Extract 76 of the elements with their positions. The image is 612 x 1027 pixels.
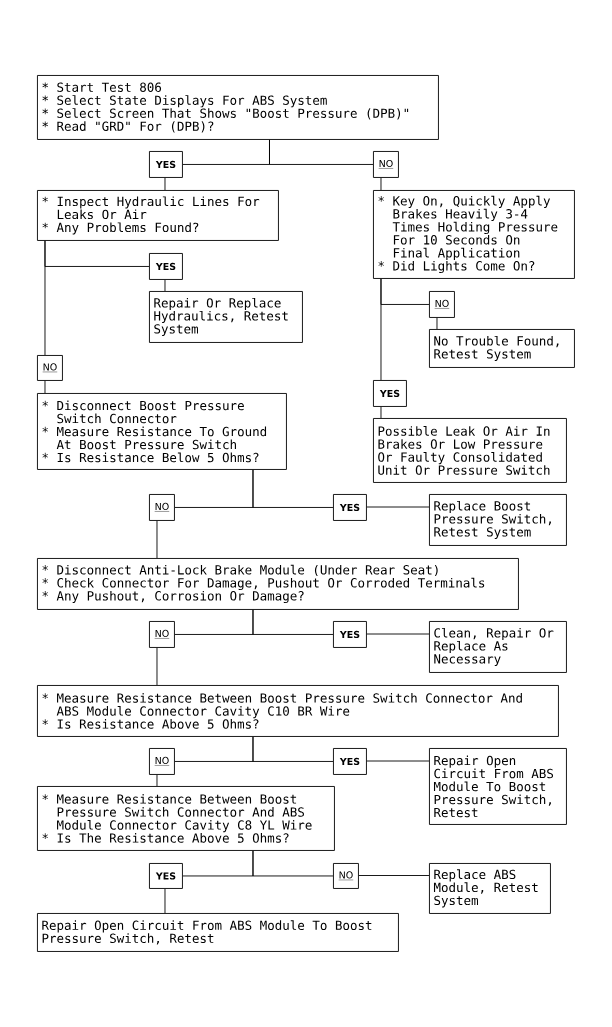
connector-line: [156, 774, 158, 787]
branch-label-box: NO: [149, 621, 175, 648]
step-text: No Trouble Found, Retest System: [434, 335, 559, 362]
step-text: * Check Connector For Damage, Pushout Or Corroded Terminals: [42, 577, 485, 591]
connector-line: [252, 469, 334, 508]
step-text: * Is The Resistance Above 5 Ohms?: [42, 833, 289, 843]
branch-label-box: NO: [333, 863, 359, 889]
connector-line: [380, 406, 382, 419]
branch-label-box: YES: [149, 151, 183, 178]
connector-line: [252, 609, 334, 635]
step-box: [429, 494, 567, 546]
step-text: Repair Or Replace Hydraulics, Retest System: [154, 297, 288, 337]
branch-label-box: NO: [373, 151, 399, 178]
step-text: * Any Problems Found?: [42, 222, 199, 235]
step-text: * Disconnect Boost Pressure Switch Connector: [42, 400, 244, 424]
connector-line: [358, 875, 430, 876]
step-text: * Any Pushout, Corrosion Or Damage?: [42, 590, 304, 604]
step-text: Repair Open Circuit From ABS Module To Boost Pressure Switch, Retest: [42, 920, 372, 945]
step-box: [429, 748, 567, 825]
connector-line: [44, 240, 46, 356]
step-box: [37, 190, 279, 241]
step-text: * Is Resistance Above 5 Ohms?: [42, 719, 259, 729]
step-box: [37, 913, 399, 952]
step-text: Clean, Repair Or Replace As Necessary: [434, 627, 554, 667]
step-text: Repair Open Circuit From ABS Module To Boost Pressure Switch, Retest: [434, 755, 553, 818]
step-box: [373, 190, 575, 279]
step-text: * Is Resistance Below 5 Ohms?: [42, 452, 259, 463]
step-text: Replace Boost Pressure Switch, Retest System: [434, 500, 551, 540]
connector-line: [269, 139, 374, 165]
branch-label-box: NO: [149, 494, 175, 521]
step-text: * Measure Resistance Between Boost Pressure Switch Connector And ABS Module Connector Cavity C10 BR Wire: [42, 693, 522, 719]
step-text: * Key On, Quickly Apply Brakes Heavily 3-4 Times Holding Pressure For 10 Seconds On Final Application: [378, 195, 558, 260]
connector-line: [436, 317, 438, 330]
branch-label-box: NO: [37, 355, 63, 381]
branch-label-box: YES: [373, 380, 407, 407]
step-box: [37, 75, 439, 140]
connector-line: [164, 888, 166, 914]
step-box: [37, 786, 335, 851]
step-text: * Select State Displays For ABS System: [42, 95, 327, 108]
connector-line: [164, 279, 166, 292]
branch-label-box: NO: [429, 291, 455, 318]
step-text: * Read "GRD" For (DPB)?: [42, 121, 214, 133]
connector-line: [366, 506, 430, 508]
step-text: * Inspect Hydraulic Lines For Leaks Or Air: [42, 196, 260, 220]
connector-line: [164, 177, 166, 191]
connector-line: [252, 736, 334, 762]
connector-line: [156, 647, 158, 686]
branch-label-box: YES: [333, 748, 367, 775]
step-box: [429, 329, 575, 368]
step-box: [429, 621, 567, 673]
step-box: [149, 291, 303, 343]
step-text: * Start Test 806: [42, 82, 162, 92]
step-text: * Did Lights Come On?: [378, 260, 535, 274]
step-text: * Select Screen That Shows "Boost Pressure (DPB)": [42, 108, 409, 120]
branch-label-box: YES: [333, 621, 367, 648]
step-box: [37, 393, 287, 470]
branch-label-box: YES: [149, 863, 183, 889]
step-box: [37, 558, 519, 610]
step-text: * Measure Resistance To Ground At Boost Pressure Switch: [42, 426, 267, 450]
branch-label-box: YES: [333, 494, 367, 521]
connector-line: [252, 850, 334, 877]
step-text: Replace ABS Module, Retest System: [434, 869, 538, 908]
connector-line: [380, 177, 382, 191]
step-text: Possible Leak Or Air In Brakes Or Low Pressure Or Faulty Consolidated Unit Or Pressure Switch: [378, 426, 550, 475]
step-text: * Measure Resistance Between Boost Pressure Switch Connector And ABS Module Connector Cavity C8 YL Wire: [42, 794, 312, 833]
connector-line: [44, 380, 46, 394]
connector-line: [380, 278, 382, 381]
branch-label-box: NO: [149, 748, 175, 775]
branch-label-box: YES: [149, 253, 183, 280]
step-text: * Disconnect Anti-Lock Brake Module (Under Rear Seat): [42, 564, 438, 577]
connector-line: [366, 760, 430, 762]
connector-line: [366, 633, 430, 635]
step-box: [37, 685, 559, 737]
step-box: [373, 418, 567, 483]
connector-line: [156, 520, 158, 559]
step-box: [429, 863, 551, 914]
